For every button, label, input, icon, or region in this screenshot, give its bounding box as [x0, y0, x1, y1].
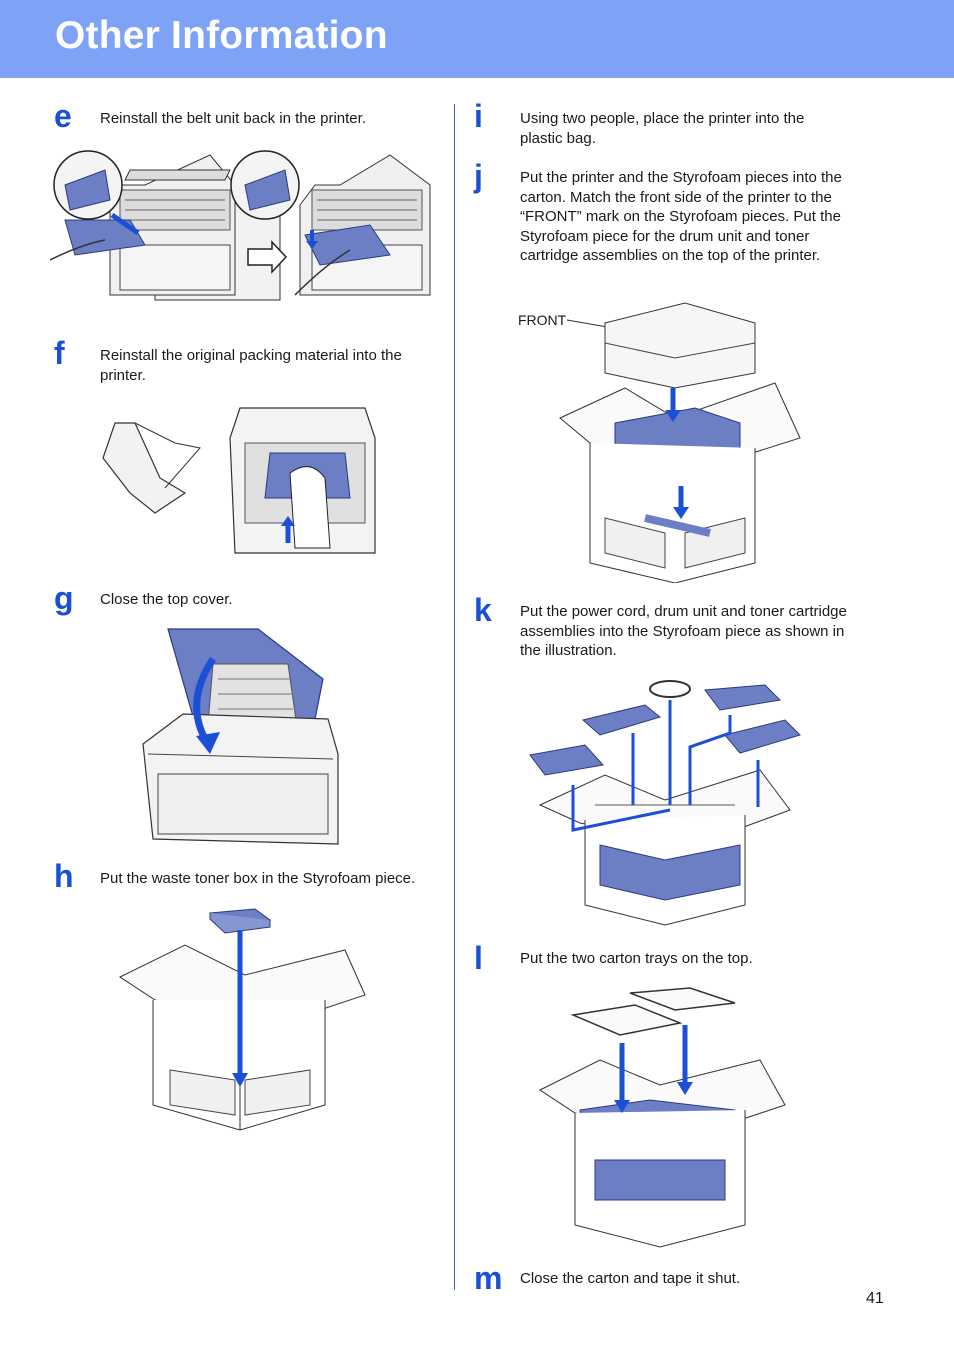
step-j-letter: j: [474, 158, 483, 194]
step-i-text: Using two people, place the printer into…: [520, 110, 805, 147]
waste-toner-illustration: [118, 908, 366, 1131]
step-m-text: Close the carton and tape it shut.: [520, 1270, 741, 1287]
step-i-letter: i: [474, 98, 483, 134]
step-g-letter: g: [54, 580, 74, 616]
page-title: Other Information: [55, 14, 388, 57]
step-m-letter: m: [474, 1260, 503, 1296]
page-header: Other Information: [0, 0, 954, 78]
carton-trays-illustration: [538, 987, 786, 1248]
front-label: FRONT: [518, 312, 567, 328]
step-l-letter: l: [474, 940, 483, 976]
carton-printer-illustration: FRONT: [518, 302, 801, 583]
page-number: 41: [866, 1290, 884, 1307]
step-e-letter: e: [54, 98, 72, 134]
step-g-text: Close the top cover.: [100, 591, 233, 608]
column-divider: [454, 104, 455, 1290]
packing-material-illustration: [102, 407, 376, 554]
step-e-text: Reinstall the belt unit back in the prin…: [100, 110, 366, 127]
styrofoam-assemblies-illustration: [529, 680, 801, 926]
close-cover-illustration: [142, 628, 339, 845]
step-f-text: Reinstall the original packing material …: [100, 347, 402, 384]
step-j-text: Put the printer and the Styrofoam pieces…: [520, 169, 842, 264]
step-k-letter: k: [474, 592, 492, 628]
step-k-text: Put the power cord, drum unit and toner …: [520, 603, 847, 659]
step-h-letter: h: [54, 858, 74, 894]
step-h-text: Put the waste toner box in the Styrofoam…: [100, 870, 416, 887]
belt-unit-illustration: [50, 150, 431, 301]
step-f-letter: f: [54, 335, 65, 371]
step-l-text: Put the two carton trays on the top.: [520, 950, 753, 967]
